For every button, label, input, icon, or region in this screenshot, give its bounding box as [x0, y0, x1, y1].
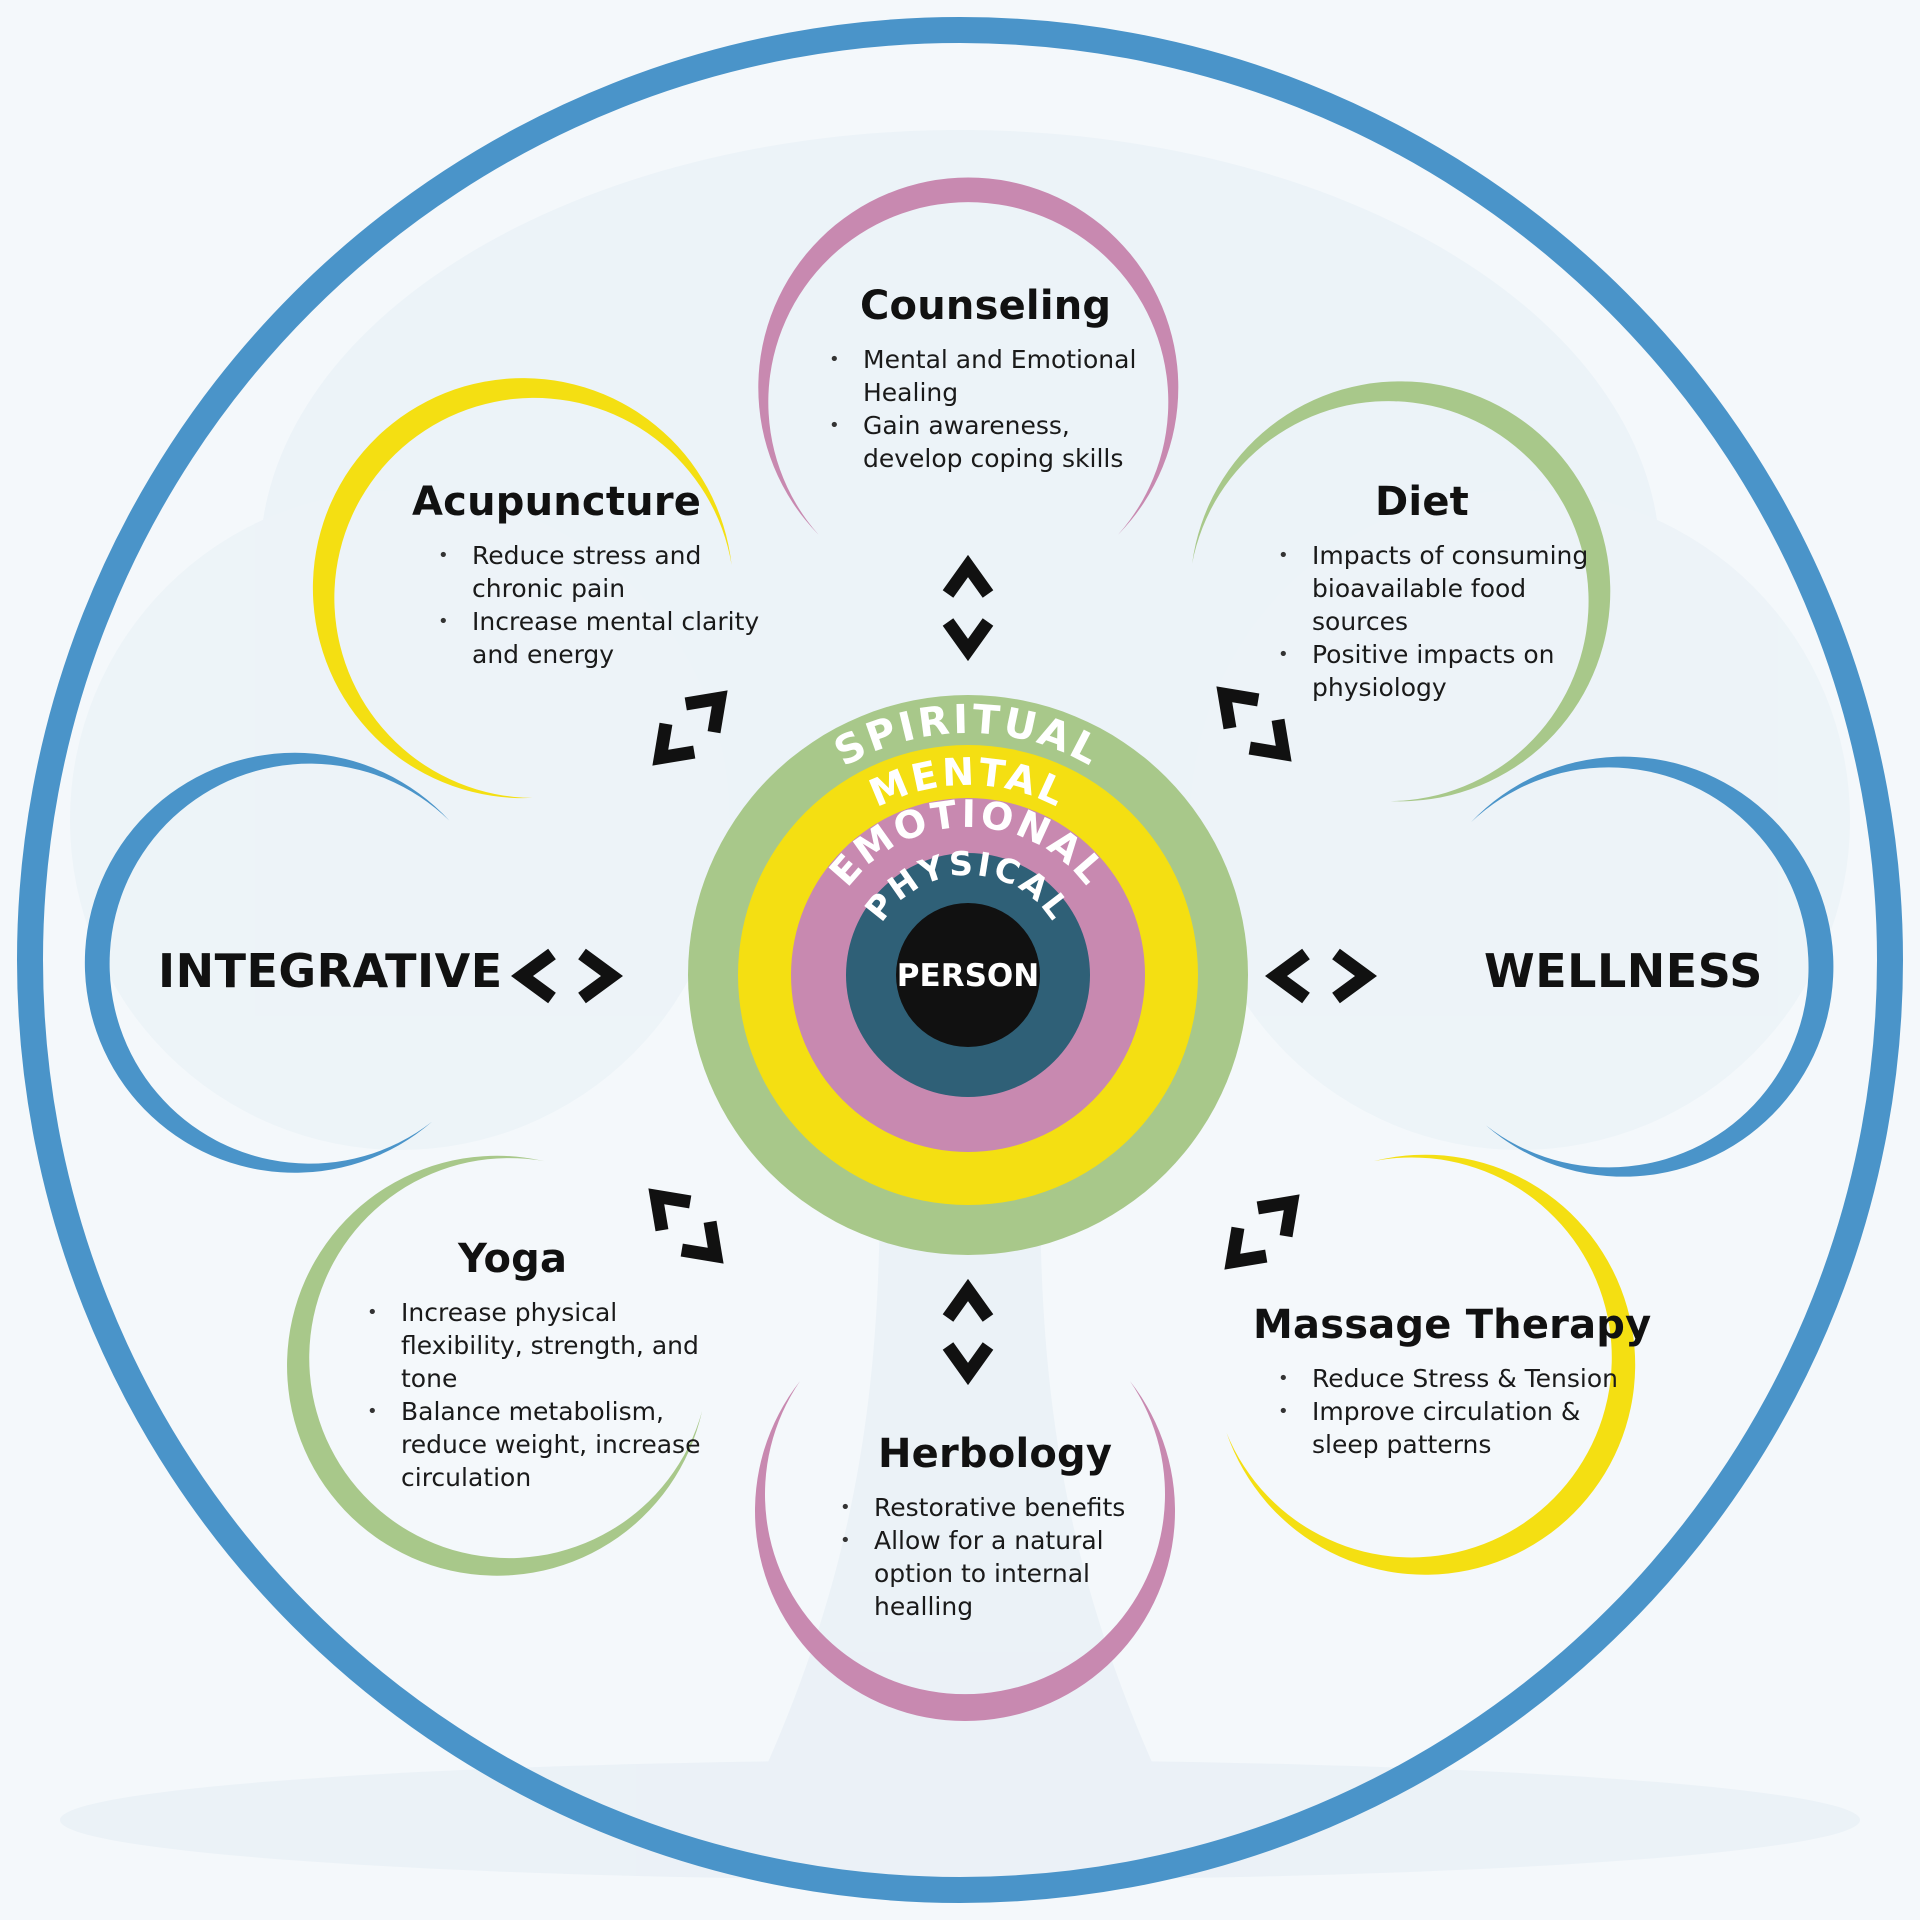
acupuncture-bullets: Reduce stress and chronic pain Increase …: [438, 539, 772, 671]
yoga-title: Yoga: [458, 1236, 568, 1282]
diet-bullets: Impacts of consuming bioavailable food s…: [1278, 539, 1612, 704]
outer-circle: [17, 17, 1903, 1903]
list-item: Reduce Stress & Tension: [1278, 1362, 1642, 1395]
diet-title: Diet: [1375, 479, 1469, 525]
person-label: PERSON: [897, 958, 1039, 994]
arrow-counseling-icon: [942, 554, 994, 662]
herbology-title: Herbology: [878, 1431, 1113, 1477]
list-item: Increase mental clarity and energy: [438, 605, 772, 671]
arrow-integrative-icon: [511, 948, 623, 1004]
yoga-bullets: Increase physical flexibility, strength,…: [367, 1296, 717, 1494]
list-item: Allow for a natural option to internal h…: [840, 1524, 1174, 1623]
arrow-herbology-icon: [942, 1278, 994, 1386]
list-item: Increase physical flexibility, strength,…: [367, 1296, 717, 1395]
massage-bullets: Reduce Stress & Tension Improve circulat…: [1278, 1362, 1642, 1461]
arrow-diet-icon: [1216, 686, 1292, 762]
massage-title: Massage Therapy: [1253, 1302, 1652, 1348]
list-item: Improve circulation & sleep patterns: [1278, 1395, 1642, 1461]
counseling-bullets: Mental and Emotional Healing Gain awaren…: [829, 343, 1163, 475]
acupuncture-title: Acupuncture: [412, 479, 702, 525]
arrow-massage-icon: [1224, 1194, 1300, 1270]
wellness-label: WELLNESS: [1484, 944, 1763, 998]
counseling-title: Counseling: [860, 283, 1112, 329]
integrative-label: INTEGRATIVE: [158, 944, 503, 998]
herbology-bullets: Restorative benefits Allow for a natural…: [840, 1491, 1174, 1623]
list-item: Reduce stress and chronic pain: [438, 539, 772, 605]
person-circle: [896, 903, 1040, 1047]
list-item: Impacts of consuming bioavailable food s…: [1278, 539, 1612, 638]
list-item: Positive impacts on physiology: [1278, 638, 1612, 704]
arrow-wellness-icon: [1265, 948, 1377, 1004]
list-item: Gain awareness, develop coping skills: [829, 409, 1163, 475]
arrow-yoga-icon: [648, 1188, 724, 1264]
center-rings: [688, 695, 1248, 1255]
list-item: Restorative benefits: [840, 1491, 1174, 1524]
arrow-acupuncture-icon: [652, 690, 728, 766]
list-item: Balance metabolism, reduce weight, incre…: [367, 1395, 717, 1494]
list-item: Mental and Emotional Healing: [829, 343, 1163, 409]
